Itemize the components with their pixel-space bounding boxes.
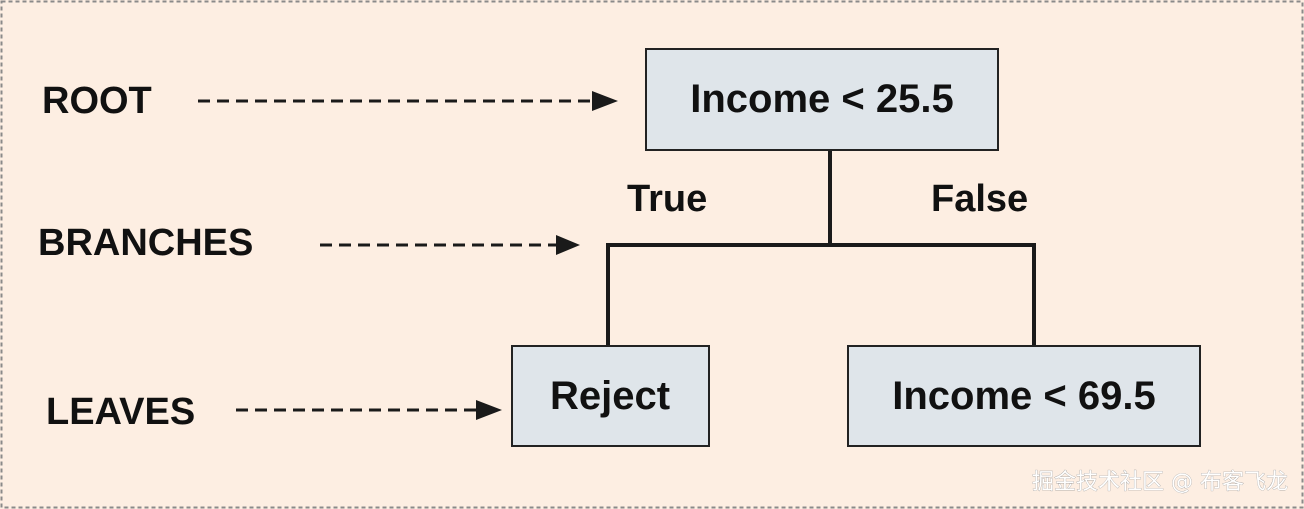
watermark-text: 掘金技术社区 @ 布客飞龙	[1032, 470, 1288, 495]
leaves-pointer-arrow	[236, 400, 502, 420]
root-pointer-arrow	[198, 91, 618, 111]
false-branch-label: False	[931, 178, 1028, 220]
root-node-text: Income < 25.5	[690, 77, 953, 121]
root-label: ROOT	[42, 80, 152, 122]
leaves-label: LEAVES	[46, 391, 195, 433]
branches-pointer-arrow	[320, 235, 580, 255]
tree-branches	[606, 150, 1036, 346]
right-leaf-node: Income < 69.5	[847, 345, 1201, 447]
true-branch-label: True	[627, 178, 707, 220]
root-node: Income < 25.5	[645, 48, 999, 151]
left-leaf-text: Reject	[550, 374, 670, 418]
branches-label: BRANCHES	[38, 222, 253, 264]
left-leaf-node: Reject	[511, 345, 710, 447]
right-leaf-text: Income < 69.5	[892, 374, 1155, 418]
